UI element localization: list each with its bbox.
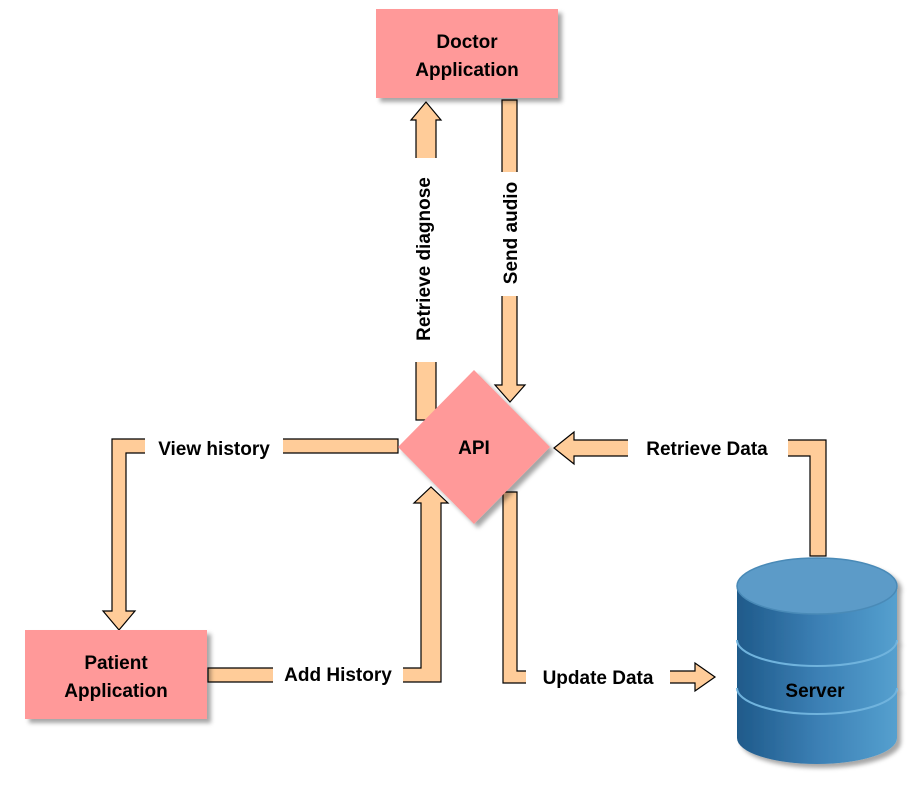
api-label: API	[458, 438, 490, 459]
patient-label-line2: Application	[64, 681, 167, 702]
send-audio-label-bg	[494, 172, 526, 296]
arrow-add-history	[207, 486, 450, 683]
retrieve-diagnose-label-bg	[406, 158, 438, 362]
patient-application-node[interactable]: Patient Application	[25, 630, 207, 719]
edge-label-view-history: View history	[158, 439, 270, 460]
add-history-label-bg	[273, 661, 403, 689]
view-history-label-bg	[145, 434, 283, 460]
retrieve-data-label-bg	[628, 434, 788, 462]
server-node[interactable]: Server	[736, 557, 898, 764]
edge-label-retrieve-diagnose: Retrieve diagnose	[414, 177, 435, 341]
server-disk-divider-2	[736, 687, 898, 715]
edge-label-add-history: Add History	[284, 665, 392, 686]
arrow-view-history	[101, 438, 399, 631]
server-label: Server	[785, 681, 845, 702]
doctor-label-line2: Application	[415, 60, 518, 81]
patient-label-line1: Patient	[84, 653, 148, 674]
doctor-application-node[interactable]: Doctor Application	[376, 9, 558, 98]
server-disk-divider-1	[736, 639, 898, 667]
edge-label-retrieve-data: Retrieve Data	[646, 439, 768, 460]
doctor-label-line1: Doctor	[436, 32, 498, 53]
server-cylinder-top	[737, 558, 897, 614]
update-data-label-bg	[526, 664, 670, 692]
edge-label-update-data: Update Data	[543, 668, 654, 689]
arrow-update-data	[502, 491, 717, 693]
server-cylinder-body	[737, 590, 897, 764]
api-node[interactable]: API	[398, 370, 550, 524]
edge-label-send-audio: Send audio	[501, 182, 522, 284]
